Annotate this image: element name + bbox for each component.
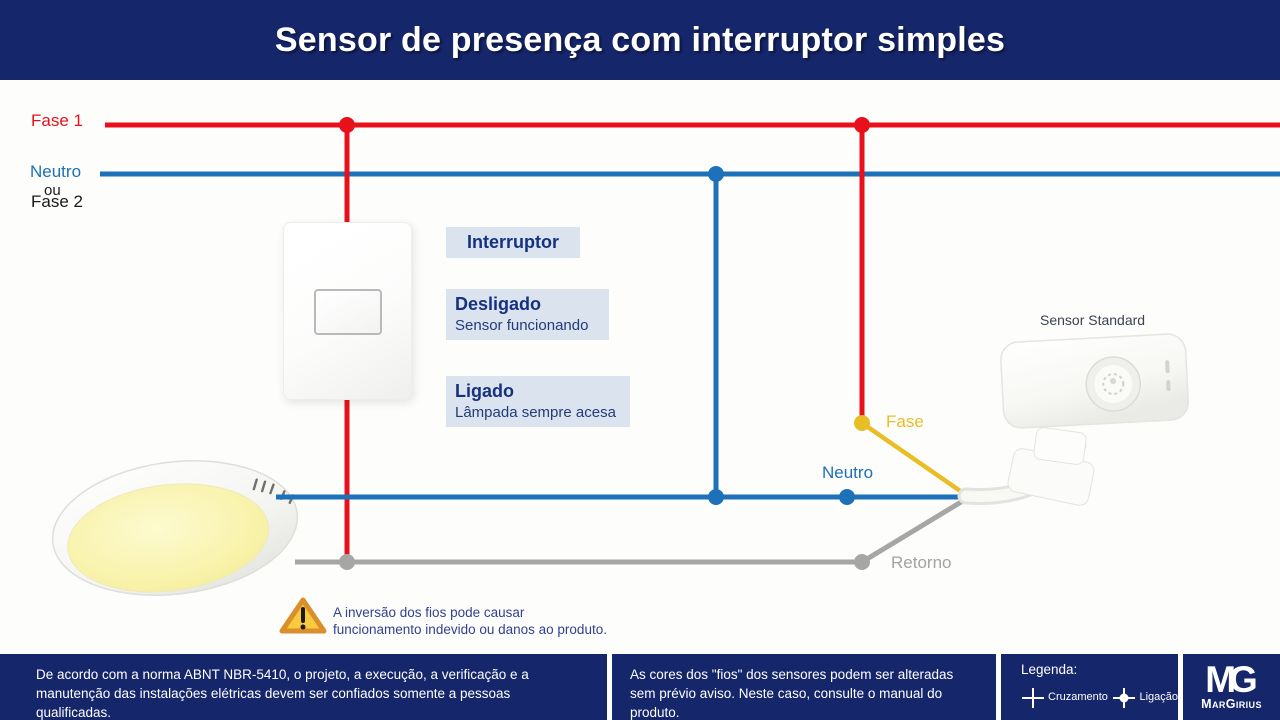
junction-dot-fase-sensor [854, 117, 870, 133]
sensor-standard-label: Sensor Standard [1040, 312, 1146, 328]
legend-cruzamento-label: Cruzamento [1048, 691, 1108, 703]
page-title: Sensor de presença com interruptor simpl… [274, 20, 1006, 59]
wire-label-fase1: Fase 1 [31, 111, 83, 130]
junction-dot-retorno-switch [339, 554, 355, 570]
junction-dot-neutro-bottom [708, 489, 724, 505]
brand-monogram: MG [1205, 658, 1258, 700]
warning-icon [279, 597, 327, 634]
label-interruptor: Interruptor [446, 227, 580, 258]
crossing-icon [1022, 688, 1044, 708]
wire-label-fase-sensor: Fase [886, 412, 924, 431]
wire-label-fase2: Fase 2 [31, 192, 83, 211]
warning-line1: A inversão dos fios pode causar [333, 605, 525, 620]
label-ligado-sub: Lâmpada sempre acesa [455, 404, 616, 421]
label-ligado-title: Ligado [455, 381, 514, 401]
switch-button [314, 289, 382, 335]
junction-dot-neutro-sensor [839, 489, 855, 505]
legend-title: Legenda: [1021, 662, 1078, 677]
sensor-side-slit [1165, 360, 1170, 374]
junction-dot-neutro-top [708, 166, 724, 182]
wire-fase-yellow [860, 421, 968, 497]
wire-label-neutro: Neutro [30, 162, 82, 181]
wire-label-retorno: Retorno [891, 553, 952, 572]
light-switch [283, 222, 412, 400]
wire-label-neutro-sensor: Neutro [822, 463, 874, 482]
footer-legend: Legenda: Cruzamento Ligação [1001, 654, 1178, 720]
footer-note-norma: De acordo com a norma ABNT NBR-5410, o p… [0, 654, 607, 720]
footer-bar: De acordo com a norma ABNT NBR-5410, o p… [0, 654, 1280, 720]
label-desligado-title: Desligado [455, 294, 542, 314]
label-desligado-sub: Sensor funcionando [455, 317, 589, 334]
wire-label-ou: ou [44, 182, 61, 199]
label-desligado: Desligado Sensor funcionando [446, 289, 609, 340]
connection-icon [1113, 688, 1136, 708]
brand-logo: MG MarGirius [1183, 654, 1280, 720]
junction-dot-retorno-bend [854, 554, 870, 570]
title-bar: Sensor de presença com interruptor simpl… [0, 0, 1280, 80]
ceiling-lamp [51, 460, 299, 596]
label-ligado: Ligado Lâmpada sempre acesa [446, 376, 630, 427]
junction-dot-fase-switch [339, 117, 355, 133]
legend-ligacao-label: Ligação [1139, 691, 1178, 703]
junction-dot-fase-yellow [854, 415, 870, 431]
warning-text: A inversão dos fios pode causar funciona… [333, 604, 607, 638]
presence-sensor [957, 333, 1190, 506]
wire-retorno-diagonal [860, 496, 968, 565]
footer-note-cores: As cores dos "fios" dos sensores podem s… [612, 654, 996, 720]
label-interruptor-text: Interruptor [467, 232, 559, 252]
brand-name: MarGirius [1201, 697, 1262, 712]
warning-line2: funcionamento indevido ou danos ao produ… [333, 622, 607, 637]
